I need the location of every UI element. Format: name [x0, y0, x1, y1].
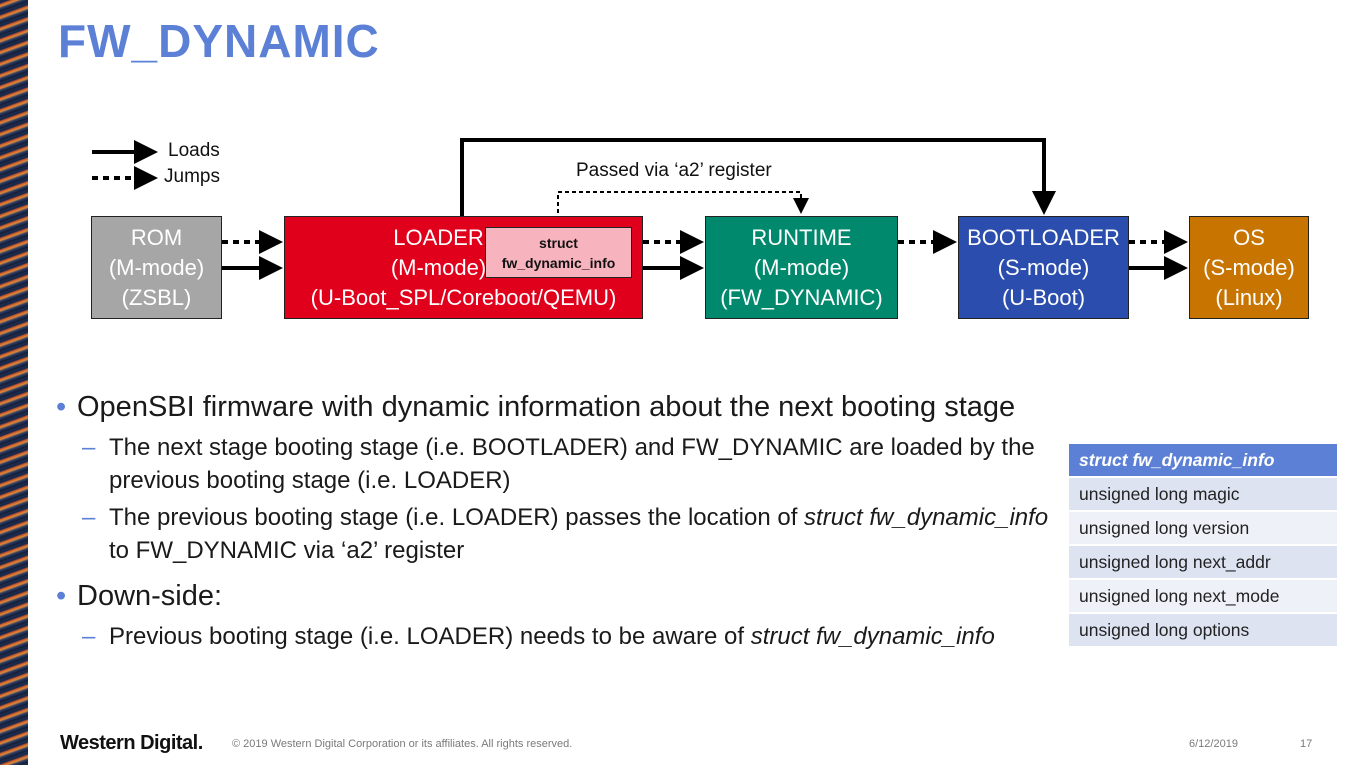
- copyright-text: © 2019 Western Digital Corporation or it…: [232, 738, 573, 750]
- struct-table-row: unsigned long next_addr: [1069, 546, 1337, 578]
- os-box: OS (S-mode) (Linux): [1189, 216, 1309, 319]
- bullet-dot: •: [56, 391, 67, 423]
- loader-mode: (M-mode): [390, 254, 487, 280]
- sub-bullet-dash: –: [82, 504, 96, 531]
- struct-table-row: unsigned long options: [1069, 614, 1337, 646]
- sub-bullet-item: –Previous booting stage (i.e. LOADER) ne…: [56, 620, 1066, 653]
- loader-bootloader-load: [460, 138, 1056, 216]
- runtime-box: RUNTIME (M-mode) (FW_DYNAMIC): [705, 216, 898, 319]
- struct-fw-dynamic-info-box: struct fw_dynamic_info: [485, 227, 632, 278]
- rom-name: ROM: [130, 224, 183, 250]
- loader-name: LOADER: [393, 224, 484, 250]
- sub-bullet-text-post: to FW_DYNAMIC via ‘a2’ register: [109, 537, 465, 564]
- struct-table-row: unsigned long magic: [1069, 478, 1337, 510]
- bootloader-mode: (S-mode): [997, 254, 1090, 280]
- passed-via-a2-label: Passed via ‘a2’ register: [576, 160, 772, 181]
- decorative-side-art: [0, 0, 28, 765]
- bullet-dot: •: [56, 580, 67, 612]
- sub-bullet-text-em: struct fw_dynamic_info: [804, 504, 1049, 531]
- runtime-name: RUNTIME: [751, 224, 852, 250]
- runtime-impl: (FW_DYNAMIC): [720, 284, 883, 310]
- sub-bullet-dash: –: [82, 434, 96, 461]
- rom-impl: (ZSBL): [121, 284, 192, 310]
- bullet-item: • Down-side:: [56, 577, 1066, 616]
- sub-bullet-dash: –: [82, 623, 96, 650]
- bullet-item: • OpenSBI firmware with dynamic informati…: [56, 388, 1066, 427]
- sub-bullet-text-em: struct fw_dynamic_info: [750, 623, 995, 650]
- loader-impl: (U-Boot_SPL/Coreboot/QEMU): [310, 284, 617, 310]
- sub-bullet-text: The next stage booting stage (i.e. BOOTL…: [109, 434, 1035, 494]
- page-title: FW_DYNAMIC: [58, 15, 380, 67]
- struct-table-header: struct fw_dynamic_info: [1069, 444, 1337, 476]
- struct-table-row: unsigned long version: [1069, 512, 1337, 544]
- bullet-text: Down-side:: [77, 580, 223, 612]
- sub-bullet-item: –The previous booting stage (i.e. LOADER…: [56, 501, 1066, 567]
- sub-bullet-item: –The next stage booting stage (i.e. BOOT…: [56, 431, 1066, 497]
- legend-loads-label: Loads: [168, 140, 220, 161]
- rom-box: ROM (M-mode) (ZSBL): [91, 216, 222, 319]
- os-mode: (S-mode): [1203, 254, 1295, 280]
- rom-mode: (M-mode): [108, 254, 205, 280]
- sub-bullet-text-pre: Previous booting stage (i.e. LOADER) nee…: [109, 623, 751, 650]
- struct-definition-table: struct fw_dynamic_info unsigned long mag…: [1069, 444, 1337, 648]
- struct-name: fw_dynamic_info: [501, 254, 616, 271]
- bullet-list: • OpenSBI firmware with dynamic informati…: [56, 388, 1066, 653]
- bootloader-name: BOOTLOADER: [967, 224, 1120, 250]
- os-impl: (Linux): [1215, 284, 1283, 310]
- page-number: 17: [1300, 738, 1313, 750]
- struct-table-row: unsigned long next_mode: [1069, 580, 1337, 612]
- os-name: OS: [1233, 224, 1265, 250]
- company-logo: Western Digital.: [60, 732, 203, 754]
- bootloader-box: BOOTLOADER (S-mode) (U-Boot): [958, 216, 1129, 319]
- bullet-text: OpenSBI firmware with dynamic informatio…: [77, 391, 1016, 423]
- bootloader-impl: (U-Boot): [1001, 284, 1086, 310]
- slide-date: 6/12/2019: [1189, 738, 1238, 750]
- sub-bullet-text-pre: The previous booting stage (i.e. LOADER)…: [109, 504, 805, 531]
- runtime-mode: (M-mode): [753, 254, 850, 280]
- legend-jumps-label: Jumps: [164, 166, 220, 187]
- a2-pass-arrow: [557, 191, 809, 227]
- struct-label: struct: [539, 234, 578, 251]
